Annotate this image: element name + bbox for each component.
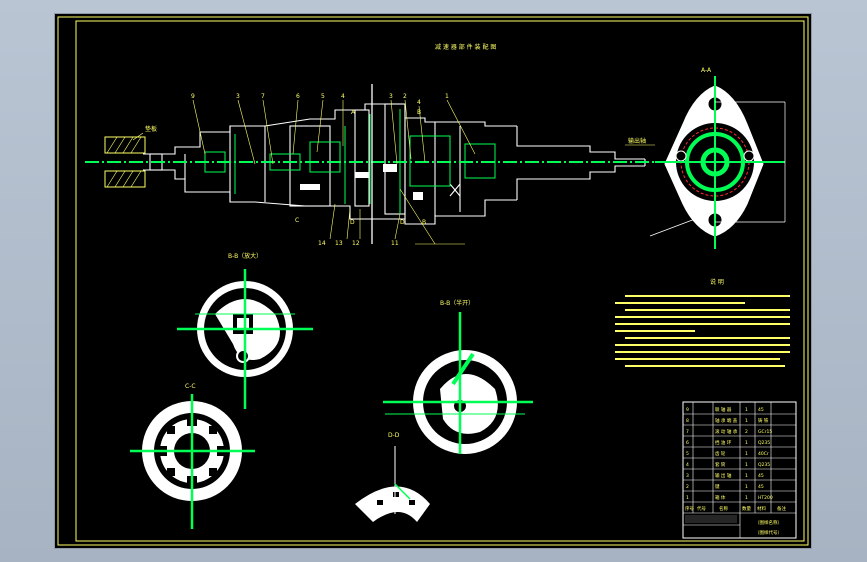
section-letter: B [417, 109, 421, 116]
notes-title: 说 明 [710, 278, 724, 286]
bom-row-qty: 1 [745, 473, 748, 479]
callout: 2 [403, 93, 407, 100]
section-letter: A [351, 109, 356, 116]
bom-row-no: 9 [686, 407, 689, 413]
inner-frame [75, 20, 805, 542]
view-label-a-a: A-A [701, 67, 712, 74]
callout-numbers: 9 3 7 6 5 4 3 2 4 1 [191, 93, 449, 106]
callout: 9 [191, 93, 195, 100]
view-label-d-d: D-D [388, 432, 400, 439]
bom-row-name: 联 轴 器 [715, 406, 732, 413]
bom-row-no: 4 [686, 462, 689, 468]
callout: 13 [335, 240, 343, 247]
bottom-callouts: 14 13 12 11 [318, 240, 399, 247]
outer-frame [57, 16, 809, 546]
title-block: （图样名称） （图样代号） [683, 515, 782, 536]
bom-row-name: 滚 动 轴 承 [715, 428, 738, 435]
bom-row-name: 挡 油 环 [715, 439, 732, 446]
bom-header-cell: 名称 [719, 505, 728, 512]
bom-row-name: 箱 体 [715, 494, 726, 501]
bom-row-material: HT200 [758, 495, 773, 501]
bom-row-name: 齿 轮 [715, 450, 726, 457]
bom-row-no: 2 [686, 484, 689, 490]
bom-row-qty: 2 [745, 429, 748, 435]
bom-header-cell: 数量 [742, 505, 751, 512]
bom-row-qty: 1 [745, 440, 748, 446]
callout: 14 [318, 240, 326, 247]
section-b-b: B-B（放大） [177, 252, 313, 409]
section-letter: D [350, 219, 355, 226]
bom-row-no: 1 [686, 495, 689, 501]
bom-row-qty: 1 [745, 418, 748, 424]
bom-header: 序号 代号 名称 数量 材料 备注 [685, 505, 786, 512]
left-tag: 垫板 [145, 125, 157, 133]
bom-row-no: 7 [686, 429, 689, 435]
callout: 1 [445, 93, 449, 100]
bom-row-name: 套 筒 [715, 461, 726, 468]
bom-row-name: 输 出 轴 [715, 472, 732, 479]
title-block-name: （图样名称） [755, 519, 782, 526]
view-label-c-c: C-C [185, 383, 196, 390]
bom-header-cell: 代号 [697, 505, 706, 512]
bom-row-qty: 1 [745, 495, 748, 501]
view-label-b-b-half: B-B（半开） [440, 299, 474, 307]
technical-notes: 说 明 [615, 278, 790, 367]
bom-row-material: 45 [758, 407, 764, 413]
bom-row-material: Q235 [758, 462, 770, 468]
main-assembly-view: 垫板 [85, 84, 675, 247]
callout: 4 [417, 99, 421, 106]
bom-row-no: 8 [686, 418, 689, 424]
view-label-b-b: B-B（放大） [228, 252, 262, 260]
cad-drawing: 减 速 器 部 件 装 配 图 垫板 [57, 16, 809, 546]
callout: 4 [341, 93, 345, 100]
bom-row-no: 6 [686, 440, 689, 446]
bom-row-qty: 1 [745, 407, 748, 413]
bom-row-qty: 1 [745, 451, 748, 457]
bom-row-material: 铸 铁 [758, 417, 769, 424]
bom-row-qty: 1 [745, 484, 748, 490]
title-block-code: （图样代号） [755, 529, 782, 536]
bom-row-material: GCr15 [758, 429, 772, 435]
bom-row-name: 键 [715, 483, 720, 490]
section-letter: B [422, 219, 426, 226]
right-tag: 输出轴 [628, 137, 646, 145]
drawing-sheet: 减 速 器 部 件 装 配 图 垫板 [55, 14, 811, 548]
bom-header-cell: 序号 [685, 505, 694, 512]
bom-header-cell: 备注 [777, 505, 786, 512]
section-c-c: C-C [130, 383, 255, 529]
bom-row-material: 40Cr [758, 451, 769, 457]
callout: 3 [389, 93, 393, 100]
bom-row-qty: 1 [745, 462, 748, 468]
section-letter: D [400, 219, 405, 226]
callout: 12 [352, 240, 360, 247]
bom-row-name: 轴 承 端 盖 [715, 417, 738, 424]
bom-row-no: 3 [686, 473, 689, 479]
section-d-d: D-D [355, 432, 430, 522]
drawing-title: 减 速 器 部 件 装 配 图 [435, 43, 496, 51]
callout: 6 [296, 93, 300, 100]
section-b-b-half: B-B（半开） [383, 299, 533, 454]
callout: 11 [391, 240, 399, 247]
bill-of-materials: 9 联 轴 器 1 45 8 轴 承 端 盖 1 铸 铁 7 滚 动 轴 承 2… [682, 401, 797, 539]
section-letter: C [295, 217, 299, 224]
callout: 3 [236, 93, 240, 100]
callout: 7 [261, 93, 265, 100]
bom-header-cell: 材料 [757, 505, 766, 512]
callout: 5 [321, 93, 325, 100]
bom-row-no: 5 [686, 451, 689, 457]
bom-rows: 9 联 轴 器 1 45 8 轴 承 端 盖 1 铸 铁 7 滚 动 轴 承 2… [686, 406, 773, 501]
bom-row-material: 45 [758, 484, 764, 490]
section-letters: A B B C D D [295, 109, 426, 226]
flange-view-a-a: A-A [649, 67, 786, 249]
bom-row-material: 45 [758, 473, 764, 479]
bom-row-material: Q235 [758, 440, 770, 446]
